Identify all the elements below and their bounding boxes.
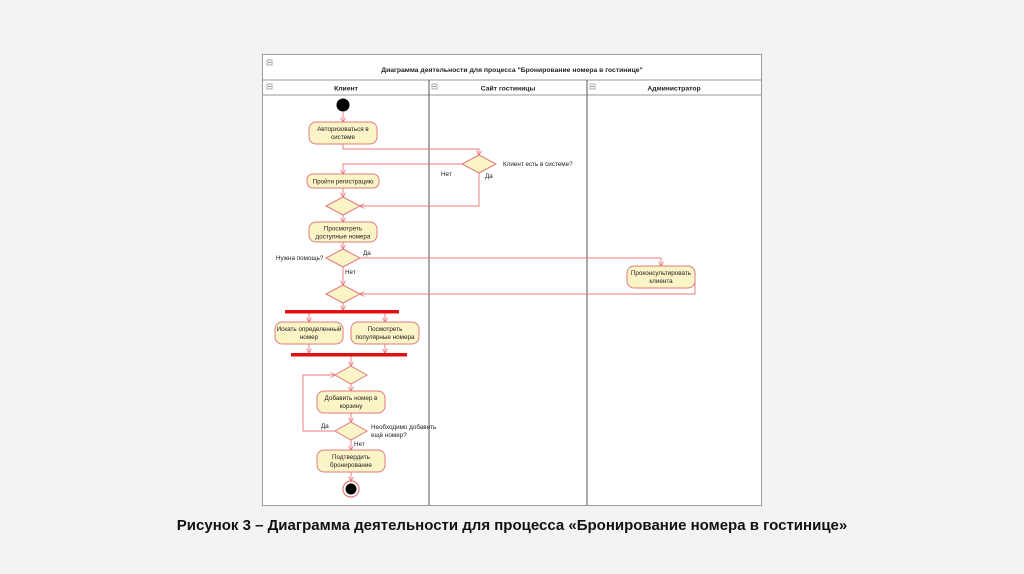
start-node [336,98,350,112]
activity-label: бронирование [330,461,372,469]
decision-label: Необходимо добавить [371,423,437,431]
activity-label: доступные номера [316,234,371,241]
activity-view-rooms: Просмотреть доступные номера [308,221,378,243]
merge-node [324,196,362,216]
activity-consult: Проконсультировать клиента [626,265,696,289]
decision-label: Нужна помощь? [276,255,324,262]
activity-label: Просмотреть [324,226,363,233]
activity-label: Подтвердить [332,454,371,461]
activity-label: номер [300,334,319,341]
decision-client-exists [460,154,498,174]
diagram-title: Диаграмма деятельности для процесса "Бро… [381,67,643,74]
activity-register: Пройти регистрацию [306,173,380,189]
title-row: Диаграмма деятельности для процесса "Бро… [263,59,761,81]
activity-label: Искать определенный [277,325,342,333]
activity-confirm: Подтвердить бронирование [316,449,386,473]
activity-label: Пройти регистрацию [313,178,374,186]
activity-label: популярные номера [356,334,415,341]
activity-search-room: Искать определенный номер [274,321,344,345]
guard-label: Да [363,250,371,257]
lane-header-site: Сайт гостиницы [481,85,536,93]
activity-diagram: Диаграмма деятельности для процесса "Бро… [263,59,761,505]
fork-bar [285,310,399,314]
decision-add-more [333,421,369,441]
guard-label: Нет [354,441,365,448]
merge-node [333,365,369,385]
activity-label: системе [331,134,355,141]
merge-node [324,284,362,304]
activity-label: Проконсультировать [631,270,692,277]
activity-label: Посмотреть [368,326,403,333]
decision-need-help [324,248,362,268]
activity-label: Добавить номер в [325,394,379,402]
diagram-frame: Диаграмма деятельности для процесса "Бро… [262,54,762,506]
decision-label: ещё номер? [371,432,407,439]
end-node [342,480,360,498]
guard-label: Да [321,423,329,430]
join-bar [291,353,407,357]
activity-label: Авторизоваться в [317,126,369,133]
activity-label: корзину [340,403,364,410]
activity-view-popular: Посмотреть популярные номера [350,321,420,345]
activity-add-to-cart: Добавить номер в корзину [316,390,386,414]
guard-label: Нет [441,171,452,178]
activity-label: клиента [649,278,673,285]
decision-label: Клиент есть в системе? [503,161,573,168]
activity-login: Авторизоваться в системе [308,121,378,145]
lane-headers: Клиент Сайт гостиницы Администратор [263,80,761,505]
guard-label: Да [485,173,493,180]
lane-header-admin: Администратор [647,86,700,93]
figure-caption: Рисунок 3 – Диаграмма деятельности для п… [176,517,848,534]
guard-label: Нет [345,269,356,276]
lane-header-client: Клиент [334,86,359,93]
